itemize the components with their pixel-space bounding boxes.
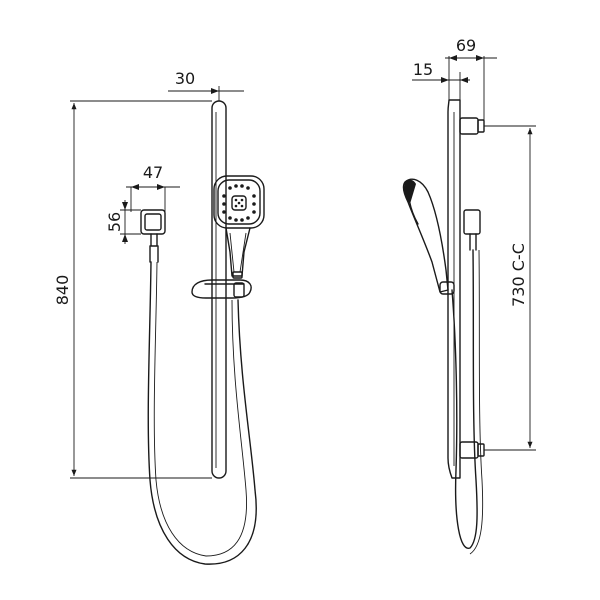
- dim-outlet-height-label: 56: [105, 212, 124, 232]
- dim-projection-rail-label: 15: [413, 60, 433, 79]
- side-top-bracket: [459, 117, 485, 135]
- dimension-centres: 730 C-C: [484, 125, 536, 451]
- side-wall-outlet: [463, 209, 481, 251]
- rail: [211, 100, 227, 479]
- dimension-projection-rail: 15: [412, 60, 470, 100]
- dimension-outlet-height: 56: [105, 200, 141, 244]
- hand-shower: [213, 175, 265, 279]
- dim-top-offset-label: 30: [175, 69, 195, 88]
- dim-outlet-width-label: 47: [143, 163, 163, 182]
- spray-face-icon: [222, 184, 256, 222]
- dimension-outlet-width: 47: [126, 163, 180, 212]
- dim-centres-label: 730 C-C: [509, 243, 528, 307]
- wall-outlet-elbow: [140, 209, 166, 263]
- hose: [147, 261, 257, 565]
- side-hand-shower: [402, 178, 455, 295]
- dim-projection-total-label: 69: [456, 36, 476, 55]
- slider-bracket: [191, 279, 252, 299]
- dimension-projection-total: 69: [445, 36, 497, 120]
- dimension-overall-height: 840: [53, 100, 212, 479]
- side-view: 69 15 730 C-C: [402, 36, 536, 555]
- front-view: 840 30 47 56: [53, 69, 265, 565]
- side-hose: [451, 249, 478, 549]
- dim-overall-height-label: 840: [53, 275, 72, 306]
- dimension-top-offset: 30: [168, 69, 244, 101]
